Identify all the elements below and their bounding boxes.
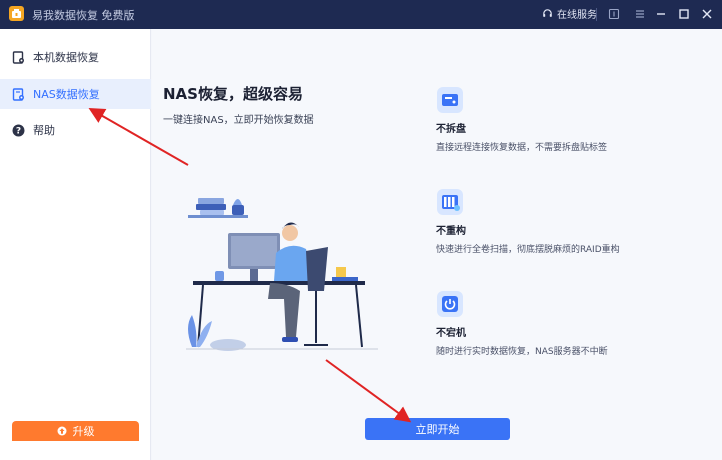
page-subtitle: 一键连接NAS，立即开始恢复数据	[163, 115, 314, 126]
local-drive-icon	[11, 50, 25, 64]
nas-disk-icon	[437, 87, 463, 113]
sidebar-item-nas-recovery[interactable]: NAS数据恢复	[0, 79, 151, 109]
page-title: NAS恢复，超级容易	[163, 85, 303, 103]
feedback-icon	[608, 8, 620, 20]
feature-title: 不拆盘	[436, 124, 466, 135]
upgrade-icon	[57, 426, 66, 436]
start-button[interactable]: 立即开始	[365, 418, 510, 440]
feature-desc: 快速进行全卷扫描，彻底摆脱麻烦的RAID重构	[436, 245, 620, 255]
help-icon: ?	[11, 123, 25, 137]
sidebar-item-local-recovery[interactable]: 本机数据恢复	[0, 42, 151, 72]
feature-title: 不宕机	[436, 328, 466, 339]
online-service-button[interactable]: 在线服务	[542, 6, 597, 21]
maximize-icon	[679, 9, 689, 19]
feedback-button[interactable]	[604, 4, 624, 24]
feature-desc: 随时进行实时数据恢复，NAS服务器不中断	[436, 347, 608, 357]
menu-icon	[636, 10, 644, 18]
feature-no-downtime: 不宕机 随时进行实时数据恢复，NAS服务器不中断	[436, 291, 716, 357]
title-bar: 易我数据恢复 免费版 在线服务	[0, 0, 722, 29]
sidebar: 本机数据恢复 NAS数据恢复 ? 帮助 升级	[0, 29, 151, 460]
sidebar-item-help[interactable]: ? 帮助	[0, 115, 151, 145]
minimize-button[interactable]	[651, 4, 671, 24]
maximize-button[interactable]	[674, 4, 694, 24]
feature-no-rebuild: 不重构 快速进行全卷扫描，彻底摆脱麻烦的RAID重构	[436, 189, 716, 255]
close-icon	[702, 9, 712, 19]
person-at-desk-illustration	[186, 198, 378, 351]
upgrade-button[interactable]: 升级	[12, 421, 139, 441]
feature-title: 不重构	[436, 226, 466, 237]
menu-button[interactable]	[630, 4, 650, 24]
nas-icon	[11, 87, 25, 101]
upgrade-label: 升级	[72, 425, 95, 438]
close-button[interactable]	[697, 4, 717, 24]
sidebar-item-label: 帮助	[33, 124, 55, 137]
divider	[596, 8, 597, 21]
power-icon	[437, 291, 463, 317]
feature-desc: 直接远程连接恢复数据，不需要拆盘贴标签	[436, 143, 608, 153]
main-panel: NAS恢复，超级容易 一键连接NAS，立即开始恢复数据	[152, 29, 722, 460]
raid-array-icon	[437, 189, 463, 215]
online-service-label: 在线服务	[557, 10, 597, 21]
svg-text:?: ?	[15, 126, 20, 136]
minimize-icon	[657, 13, 665, 15]
headset-icon	[543, 9, 552, 17]
feature-no-disassembly: 不拆盘 直接远程连接恢复数据，不需要拆盘贴标签	[436, 87, 716, 153]
sidebar-item-label: NAS数据恢复	[33, 88, 100, 101]
app-logo-icon	[9, 6, 24, 21]
sidebar-item-label: 本机数据恢复	[33, 51, 99, 64]
app-title: 易我数据恢复 免费版	[32, 9, 135, 22]
